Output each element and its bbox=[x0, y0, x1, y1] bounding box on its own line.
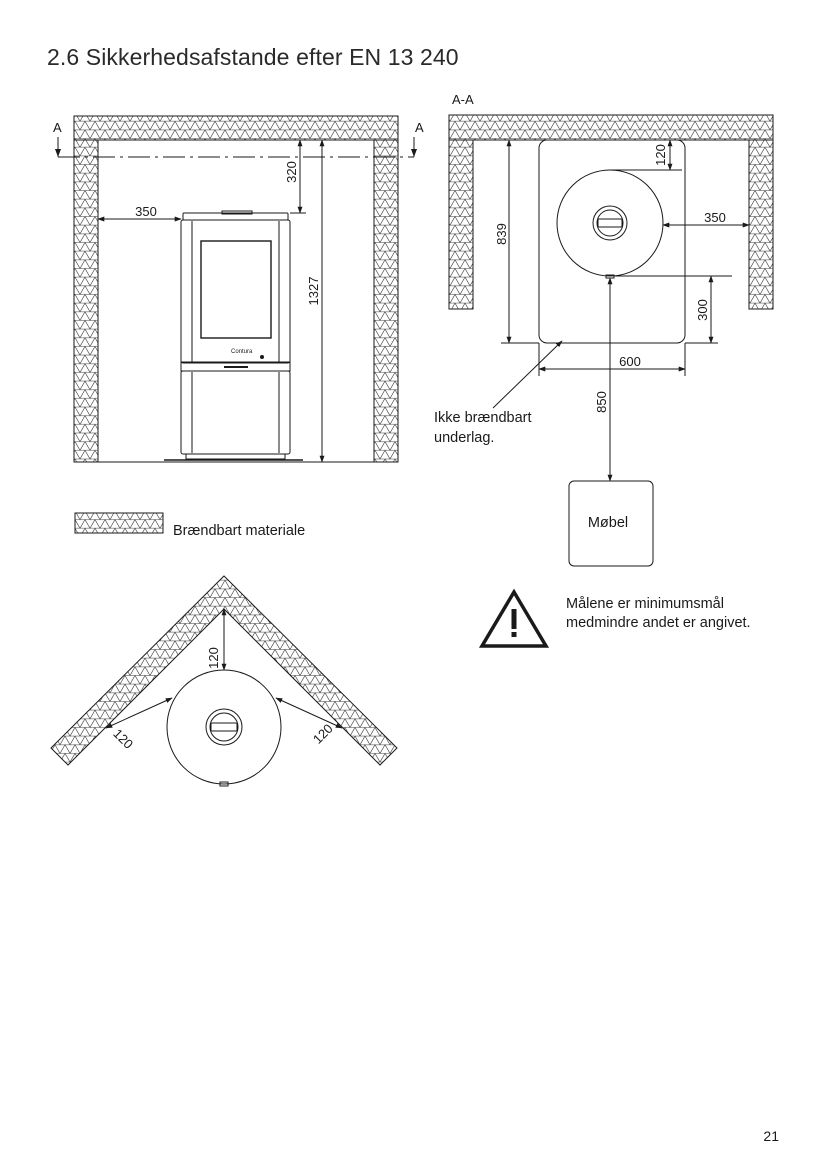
stove-brand-logo: Contura bbox=[231, 349, 253, 355]
floor-label-line2: underlag. bbox=[434, 430, 494, 446]
front-dim-side-350: 350 bbox=[135, 204, 157, 219]
front-dim-height-1327: 1327 bbox=[306, 277, 321, 306]
floor-label-line1: Ikke brændbart bbox=[434, 410, 532, 426]
plan-dim-side-350: 350 bbox=[704, 210, 726, 225]
plan-dim-furniture-850: 850 bbox=[594, 391, 609, 413]
corner-wall bbox=[50, 575, 398, 766]
corner-dim-left-120: 120 bbox=[110, 726, 136, 752]
corner-view bbox=[50, 575, 398, 787]
front-view: Contura bbox=[55, 115, 417, 463]
furniture-label: Møbel bbox=[588, 515, 628, 531]
corner-dim-back-120: 120 bbox=[206, 647, 221, 669]
warning-line1: Målene er minimumsmål bbox=[566, 596, 724, 612]
front-ceiling bbox=[73, 115, 399, 141]
warning-triangle-icon bbox=[478, 588, 550, 648]
section-heading: A-A bbox=[452, 92, 474, 107]
section-mark-right: A bbox=[415, 120, 424, 135]
plan-dim-back-120: 120 bbox=[653, 144, 668, 166]
legend-label: Brændbart materiale bbox=[173, 523, 305, 539]
plan-wall-back bbox=[448, 114, 774, 141]
section-view bbox=[448, 114, 774, 567]
page-number: 21 bbox=[763, 1128, 779, 1144]
plan-dim-depth-839: 839 bbox=[494, 223, 509, 245]
page-title: 2.6 Sikkerhedsafstande efter EN 13 240 bbox=[47, 44, 459, 70]
plan-wall-right bbox=[748, 139, 774, 310]
furniture-box bbox=[568, 480, 654, 567]
plan-wall-left bbox=[448, 139, 474, 310]
plan-dim-front-300: 300 bbox=[695, 299, 710, 321]
front-wall-right bbox=[373, 139, 399, 463]
front-wall-left bbox=[73, 139, 99, 463]
legend-swatch bbox=[74, 512, 164, 534]
warning-line2: medmindre andet er angivet. bbox=[566, 615, 751, 631]
front-dim-top-320: 320 bbox=[284, 161, 299, 183]
stove-plan bbox=[556, 169, 664, 279]
stove-front bbox=[164, 210, 303, 461]
stove-corner bbox=[166, 669, 282, 787]
plan-dim-width-600: 600 bbox=[619, 354, 641, 369]
section-mark-left: A bbox=[53, 120, 62, 135]
corner-dim-right-120: 120 bbox=[310, 721, 336, 747]
